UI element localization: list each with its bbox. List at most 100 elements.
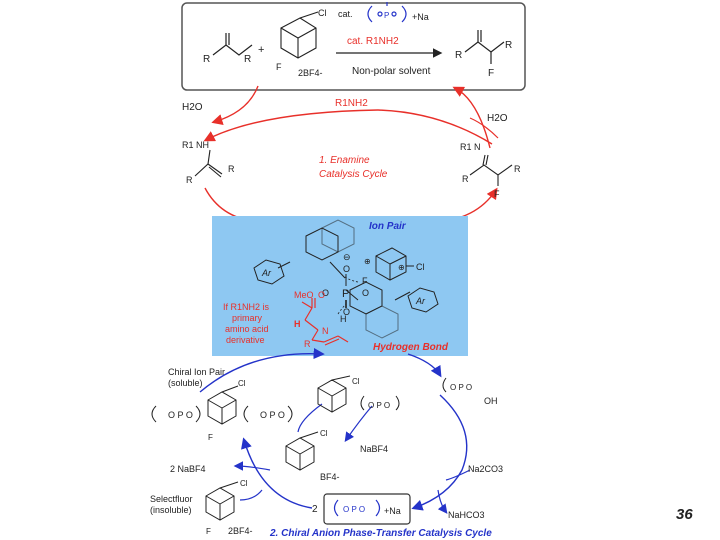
note-line-4: derivative xyxy=(226,335,265,345)
selectfluor-label-1: Selectfluor xyxy=(150,494,193,504)
product-r-right: R xyxy=(505,40,512,51)
chiral-ion-pair-structure xyxy=(151,385,293,425)
note-line-3: amino acid xyxy=(225,324,269,334)
ptc-cycle-title: 2. Chiral Anion Phase-Transfer Catalysis… xyxy=(269,528,492,539)
arrow-to-2nabf4 xyxy=(233,461,271,471)
selectfluor-insoluble-structure xyxy=(205,481,239,521)
arrow-na2co3 xyxy=(445,469,471,481)
arrow-to-nahco3 xyxy=(437,489,448,514)
imine-f: F xyxy=(494,189,500,199)
arrow-to-water-left xyxy=(211,85,259,125)
note-line-1: If R1NH2 is xyxy=(223,302,270,312)
product-f: F xyxy=(488,68,494,79)
sodium-phosphate-box xyxy=(323,493,411,525)
sodium-phosphate-icon xyxy=(333,499,381,517)
ar-left-ring xyxy=(253,259,285,285)
phosphate-catalyst-icon xyxy=(367,2,407,23)
mid-ion-pair-structure xyxy=(317,375,400,413)
product-r-left: R xyxy=(455,50,462,61)
imine-r1: R xyxy=(462,174,469,184)
chiral-ion-pair-label-2: (soluble) xyxy=(168,378,203,388)
ionpair-cl: Cl xyxy=(416,262,425,272)
ion-pair-title: Ion Pair xyxy=(369,221,407,232)
svg-text:+: + xyxy=(258,44,264,56)
selectfluor-f: F xyxy=(276,62,282,72)
ar-left-label: Ar xyxy=(261,268,272,278)
enamine-cycle-title-1: 1. Enamine xyxy=(319,155,370,166)
binaphthyl-phosphate-structure xyxy=(277,219,411,339)
arrow-to-enamine xyxy=(203,109,379,142)
arrow-to-nabf4 xyxy=(344,405,373,442)
ionpair-f: F xyxy=(362,276,368,286)
imine-r2: R xyxy=(514,164,521,174)
ketone-r-right: R xyxy=(244,54,251,65)
svg-text:O P O: O P O xyxy=(368,401,390,410)
na-label-bottom: +Na xyxy=(384,506,401,516)
nahco3-label: NaHCO3 xyxy=(448,510,485,520)
svg-text:⊕: ⊕ xyxy=(398,263,405,272)
svg-text:O P O: O P O xyxy=(450,383,472,392)
imine-n: R1 N xyxy=(460,142,481,152)
page-number: 36 xyxy=(676,506,693,523)
hydrogen-bond-label: Hydrogen Bond xyxy=(373,342,449,353)
svg-text:O: O xyxy=(322,288,329,298)
h-right-label: H xyxy=(340,314,347,324)
na-label-top: +Na xyxy=(412,12,429,22)
ketone-r-left: R xyxy=(203,54,210,65)
svg-text:⊖: ⊖ xyxy=(343,252,351,262)
svg-text:O P O: O P O xyxy=(260,410,285,420)
svg-text:Cl: Cl xyxy=(238,379,246,388)
dabco-bf4-structure xyxy=(285,431,319,471)
enamine-structure xyxy=(194,149,223,178)
svg-text:P: P xyxy=(384,11,389,20)
cat-amine-label: cat. R1NH2 xyxy=(347,36,399,47)
water-right: H2O xyxy=(487,113,508,124)
meo-label: MeO xyxy=(294,290,314,300)
product-structure xyxy=(464,30,505,64)
ar-right-label: Ar xyxy=(415,296,426,306)
solvent-label: Non-polar solvent xyxy=(352,66,431,77)
arrow-to-ionpair-panel xyxy=(199,347,325,393)
svg-text:O: O xyxy=(343,307,350,317)
svg-text:F: F xyxy=(206,527,211,536)
note-line-2: primary xyxy=(232,313,263,323)
imine-structure xyxy=(469,154,513,186)
selectfluor-bf4-label: 2BF4- xyxy=(228,526,253,536)
chiral-ion-pair-label-1: Chiral Ion Pair xyxy=(168,367,225,377)
selectfluor-cl: Cl xyxy=(318,8,327,18)
svg-text:⊕: ⊕ xyxy=(364,257,371,266)
arrow-to-product xyxy=(452,86,491,149)
na2co3-label: Na2CO3 xyxy=(468,464,503,474)
water-left: H2O xyxy=(182,102,203,113)
svg-text:O: O xyxy=(318,290,325,300)
cat-label: cat. xyxy=(338,9,353,19)
svg-text:O: O xyxy=(362,288,369,298)
arrow-right-cycle xyxy=(411,394,468,511)
enamine-cycle-title-2: Catalysis Cycle xyxy=(319,169,388,180)
bf4-label: 2BF4- xyxy=(298,68,323,78)
selectfluor-cation xyxy=(375,247,414,281)
svg-text:P: P xyxy=(342,288,349,300)
ion-pair-panel xyxy=(212,216,468,356)
bf4-mid-label: BF4- xyxy=(320,472,340,482)
enamine-nh: R1 NH xyxy=(182,140,209,150)
h-left-label: H xyxy=(294,319,301,329)
svg-text:F: F xyxy=(208,433,213,442)
ketone-structure xyxy=(212,33,253,56)
reaction-summary-box xyxy=(181,2,526,91)
arrow-left-cycle xyxy=(241,437,313,509)
svg-text:O: O xyxy=(343,264,350,274)
count-two-label: 2 xyxy=(312,504,318,515)
arrow-amine-release xyxy=(377,109,493,145)
selectfluor-structure xyxy=(280,11,319,59)
svg-text:O P O: O P O xyxy=(343,505,365,514)
arrow-from-ionpair-panel xyxy=(407,353,442,378)
nabf4-right-label: NaBF4 xyxy=(360,444,388,454)
nabf4-left-label: 2 NaBF4 xyxy=(170,464,206,474)
amino-acid-enamine-structure xyxy=(301,298,349,346)
n-label: N xyxy=(322,326,329,336)
svg-text:O P O: O P O xyxy=(168,410,193,420)
svg-text:Cl: Cl xyxy=(320,429,328,438)
selectfluor-label-2: (insoluble) xyxy=(150,505,192,515)
